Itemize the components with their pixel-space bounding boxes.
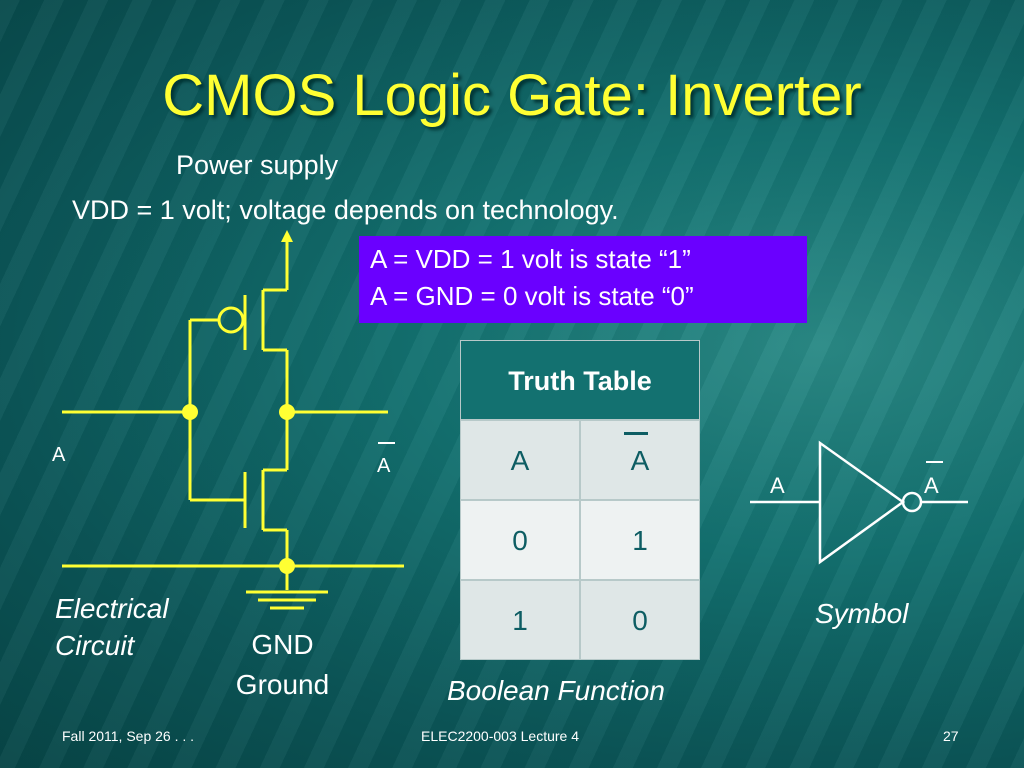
footer-page-number: 27	[943, 728, 959, 744]
input-junction-dot	[182, 404, 198, 420]
ground-caption: GND Ground	[220, 625, 345, 705]
footer-date: Fall 2011, Sep 26 . . .	[62, 728, 195, 744]
truth-table-cell: 0	[580, 580, 700, 660]
truth-table-cell: 1	[460, 580, 580, 660]
output-junction-dot	[279, 404, 295, 420]
symbol-bubble	[901, 491, 923, 513]
ground-label: Ground	[235, 669, 330, 700]
truth-table-header-a: A	[460, 420, 580, 500]
state-0-text: A = GND = 0 volt is state “0”	[370, 281, 694, 311]
ground-junction-dot	[279, 558, 295, 574]
truth-table-title: Truth Table	[460, 340, 700, 420]
circuit-output-label: A	[377, 455, 391, 477]
slide-title: CMOS Logic Gate: Inverter	[162, 63, 862, 128]
boolean-function-caption: Boolean Function	[447, 675, 665, 706]
symbol-caption: Symbol	[815, 598, 909, 629]
gnd-label: GND	[251, 629, 314, 660]
truth-table-cell: 0	[460, 500, 580, 580]
symbol-output-label: A	[924, 473, 939, 498]
power-supply-label: Power supply	[176, 150, 339, 180]
symbol-triangle	[818, 440, 906, 565]
circuit-input-label: A	[52, 444, 66, 466]
inverter-symbol	[750, 440, 968, 565]
vdd-arrow-icon	[281, 230, 293, 242]
electrical-circuit-caption: Electrical Circuit	[55, 593, 169, 661]
state-1-text: A = VDD = 1 volt is state “1”	[370, 244, 691, 274]
state-definition-box: A = VDD = 1 volt is state “1” A = GND = …	[359, 236, 807, 323]
footer-course: ELEC2200-003 Lecture 4	[421, 728, 579, 744]
vdd-description: VDD = 1 volt; voltage depends on technol…	[72, 195, 619, 225]
truth-table-cell: 1	[580, 500, 700, 580]
cmos-circuit-wires	[62, 240, 404, 610]
symbol-input-label: A	[770, 473, 785, 498]
truth-table-overbar	[624, 432, 648, 435]
pmos-bubble	[217, 306, 245, 334]
